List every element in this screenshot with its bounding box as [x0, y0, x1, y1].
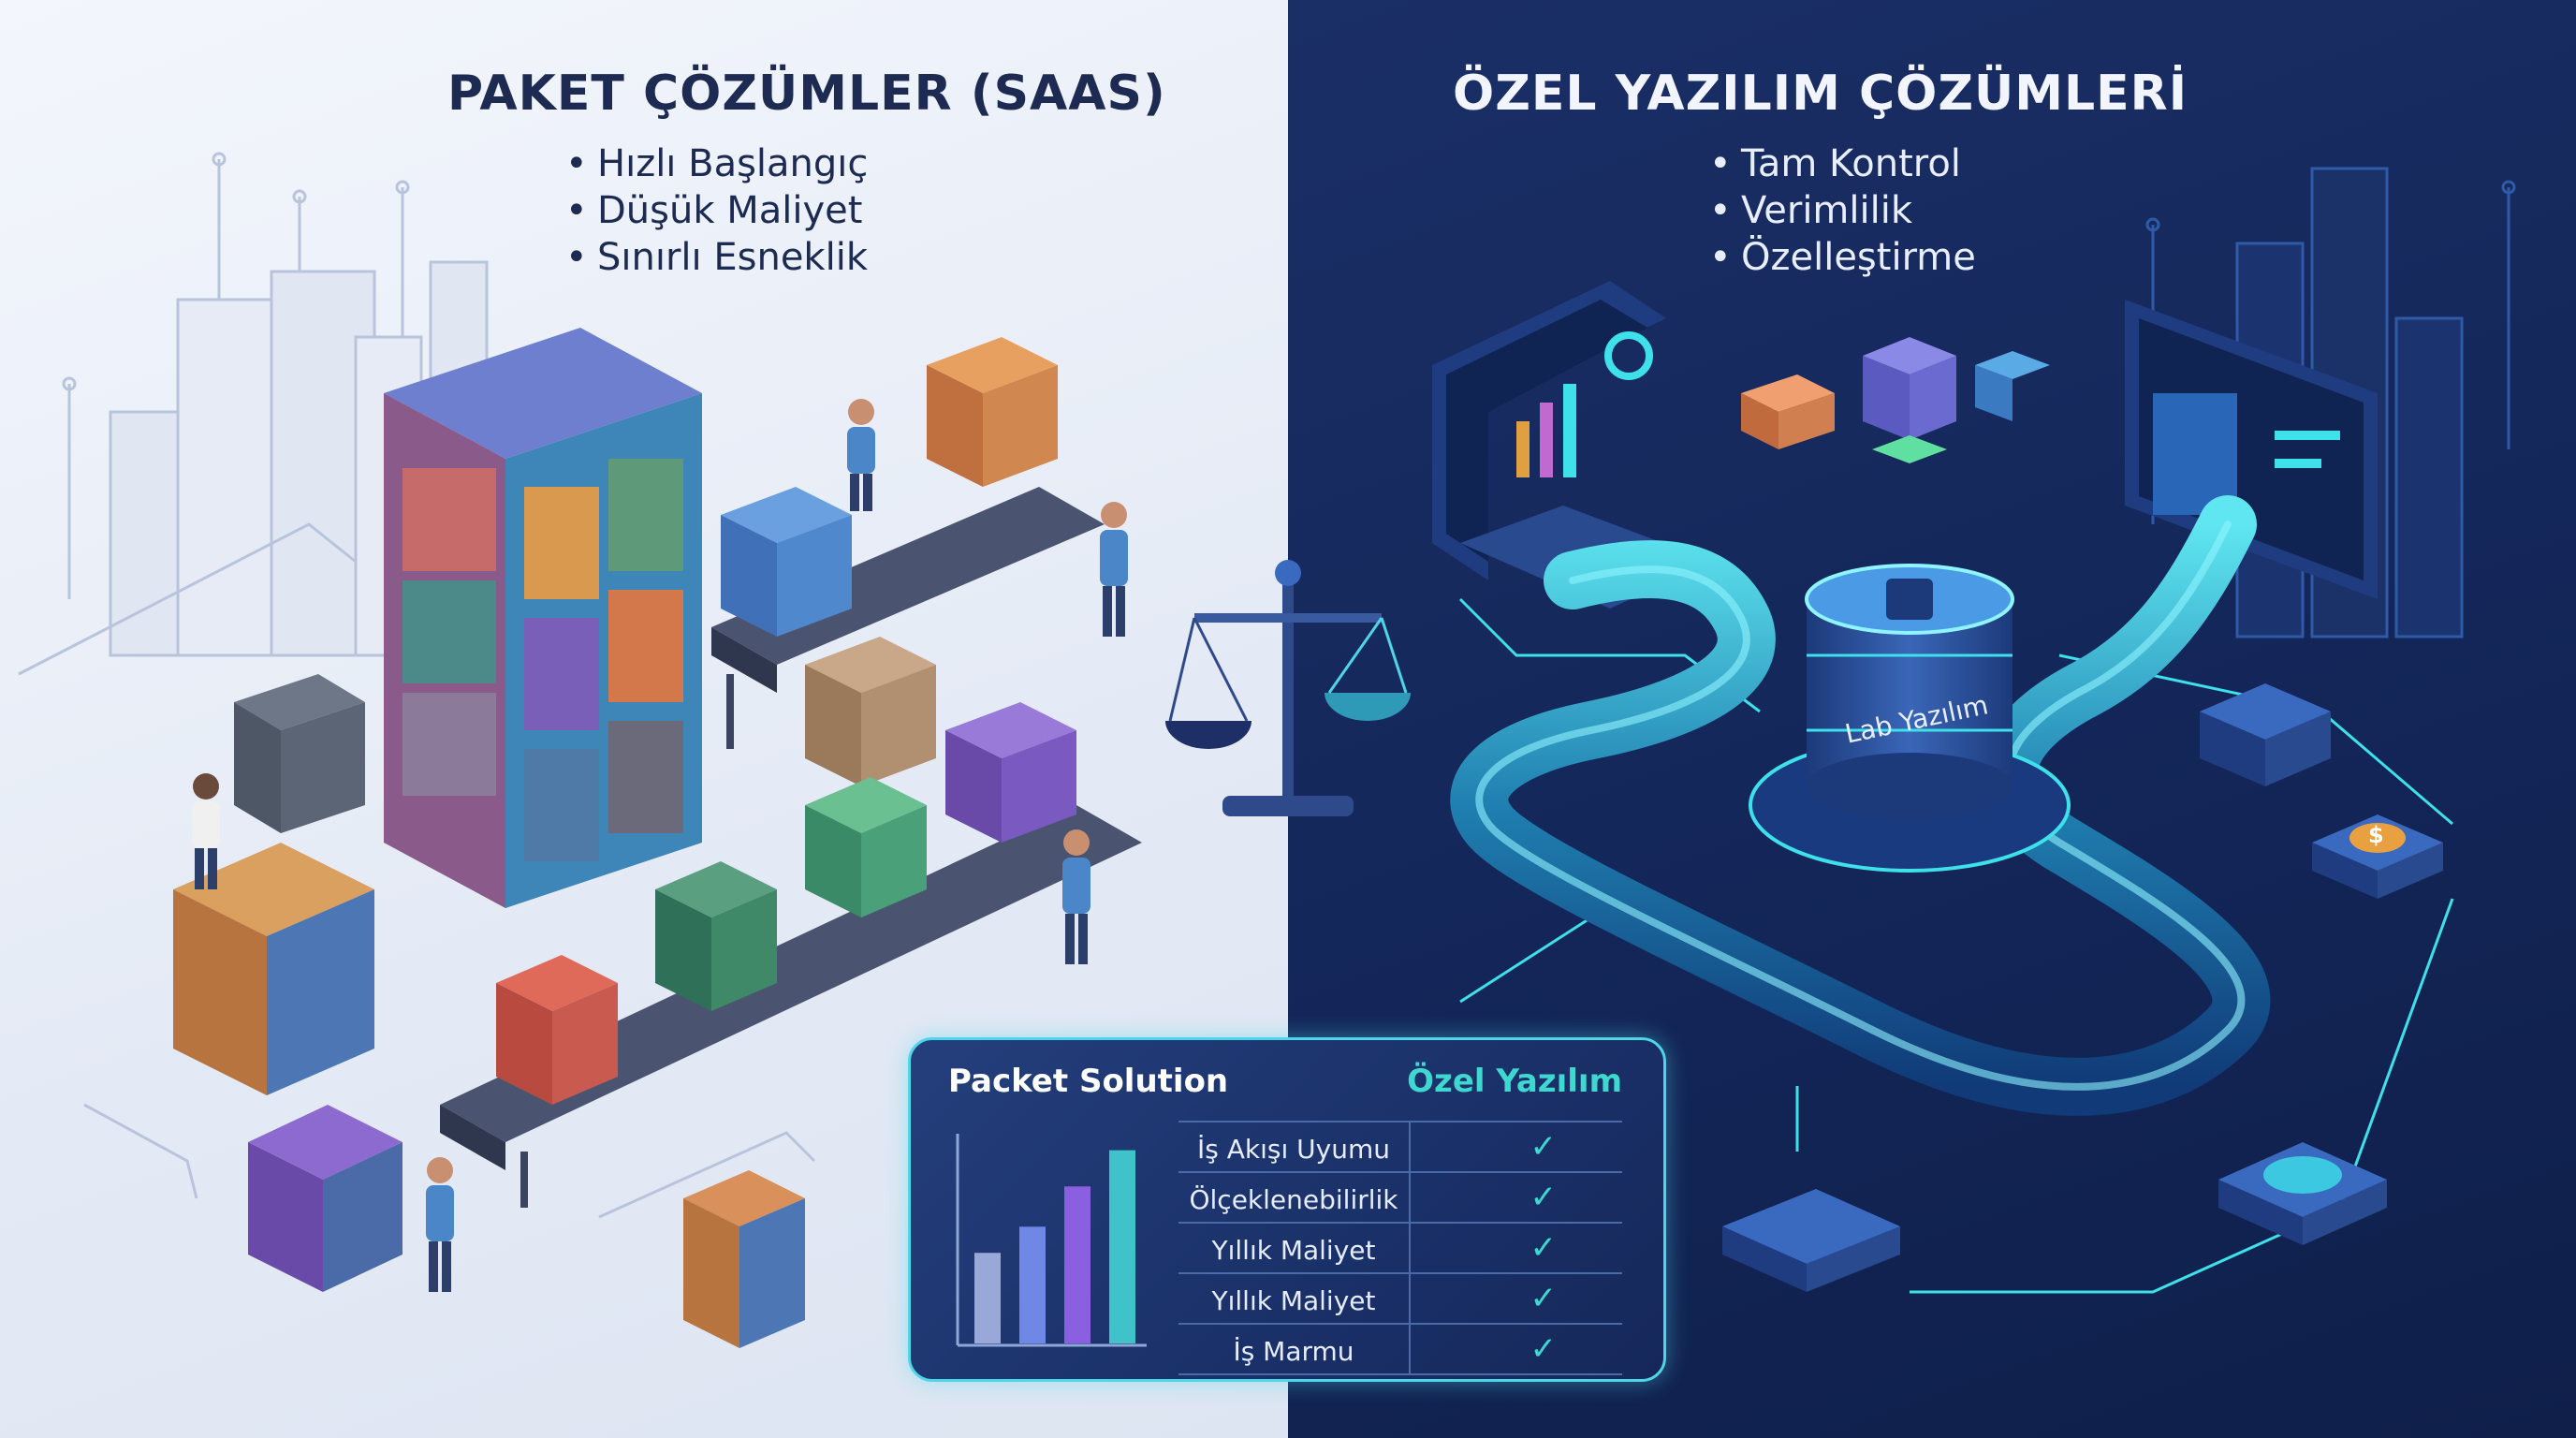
comparison-table: İş Akışı Uyumu ✓ Ölçeklenebilirlik ✓ Yıl… [1178, 1121, 1622, 1375]
checkmark-icon: ✓ [1530, 1128, 1558, 1166]
comparison-bar-chart [956, 1134, 1147, 1347]
workers [192, 399, 1128, 1292]
checkmark-icon: ✓ [1530, 1229, 1558, 1267]
monitor-right [2125, 300, 2378, 599]
floating-cubes [1741, 337, 2050, 463]
custom-title: ÖZEL YAZILIM ÇÖZÜMLERİ [1453, 66, 2188, 122]
coin-icon [2349, 823, 2406, 853]
row-label: Ölçeklenebilirlik [1189, 1184, 1398, 1215]
table-row: İş Marmu ✓ [1178, 1325, 1622, 1375]
balance-scale-icon [1165, 560, 1411, 816]
cube-stack-left [173, 674, 805, 1348]
column-divider [1409, 1224, 1411, 1272]
card-header-custom: Özel Yazılım [1407, 1063, 1622, 1100]
saas-bullet: Düşük Maliyet [565, 187, 868, 234]
chart-bar [974, 1253, 1001, 1343]
table-row: Ölçeklenebilirlik ✓ [1178, 1173, 1622, 1224]
chart-bar [1019, 1226, 1046, 1343]
puzzle-tower [384, 328, 702, 908]
chart-bar [1064, 1186, 1090, 1343]
row-label: İş Marmu [1233, 1336, 1354, 1367]
checkmark-icon: ✓ [1530, 1280, 1558, 1317]
column-divider [1409, 1274, 1411, 1323]
row-label: Yıllık Maliyet [1211, 1285, 1376, 1316]
central-server [1749, 564, 2071, 873]
comparison-card: Packet Solution Özel Yazılım İş Akışı Uy… [908, 1037, 1666, 1382]
column-divider [1409, 1325, 1411, 1373]
conveyor-cubes [496, 337, 1076, 1105]
saas-bullets: Hızlı Başlangıç Düşük Maliyet Sınırlı Es… [565, 140, 868, 281]
chart-bar [1109, 1150, 1135, 1343]
saas-bullet: Sınırlı Esneklik [565, 234, 868, 281]
custom-bullet: Verimlilik [1709, 187, 1976, 234]
table-row: Yıllık Maliyet ✓ [1178, 1274, 1622, 1325]
custom-bullet: Tam Kontrol [1709, 140, 1976, 187]
saas-bullet: Hızlı Başlangıç [565, 140, 868, 187]
table-row: İş Akışı Uyumu ✓ [1178, 1121, 1622, 1173]
side-devices [1722, 683, 2443, 1292]
saas-title: PAKET ÇÖZÜMLER (SAAS) [447, 66, 1166, 122]
custom-bullets: Tam Kontrol Verimlilik Özelleştirme [1709, 140, 1976, 281]
custom-bullet: Özelleştirme [1709, 234, 1976, 281]
row-label: İş Akışı Uyumu [1197, 1134, 1390, 1165]
table-row: Yıllık Maliyet ✓ [1178, 1224, 1622, 1274]
column-divider [1409, 1123, 1411, 1171]
row-label: Yıllık Maliyet [1211, 1235, 1376, 1266]
column-divider [1409, 1173, 1411, 1222]
card-header-packet: Packet Solution [948, 1063, 1229, 1100]
checkmark-icon: ✓ [1530, 1179, 1558, 1216]
checkmark-icon: ✓ [1530, 1330, 1558, 1368]
coin-symbol: $ [2368, 822, 2384, 848]
